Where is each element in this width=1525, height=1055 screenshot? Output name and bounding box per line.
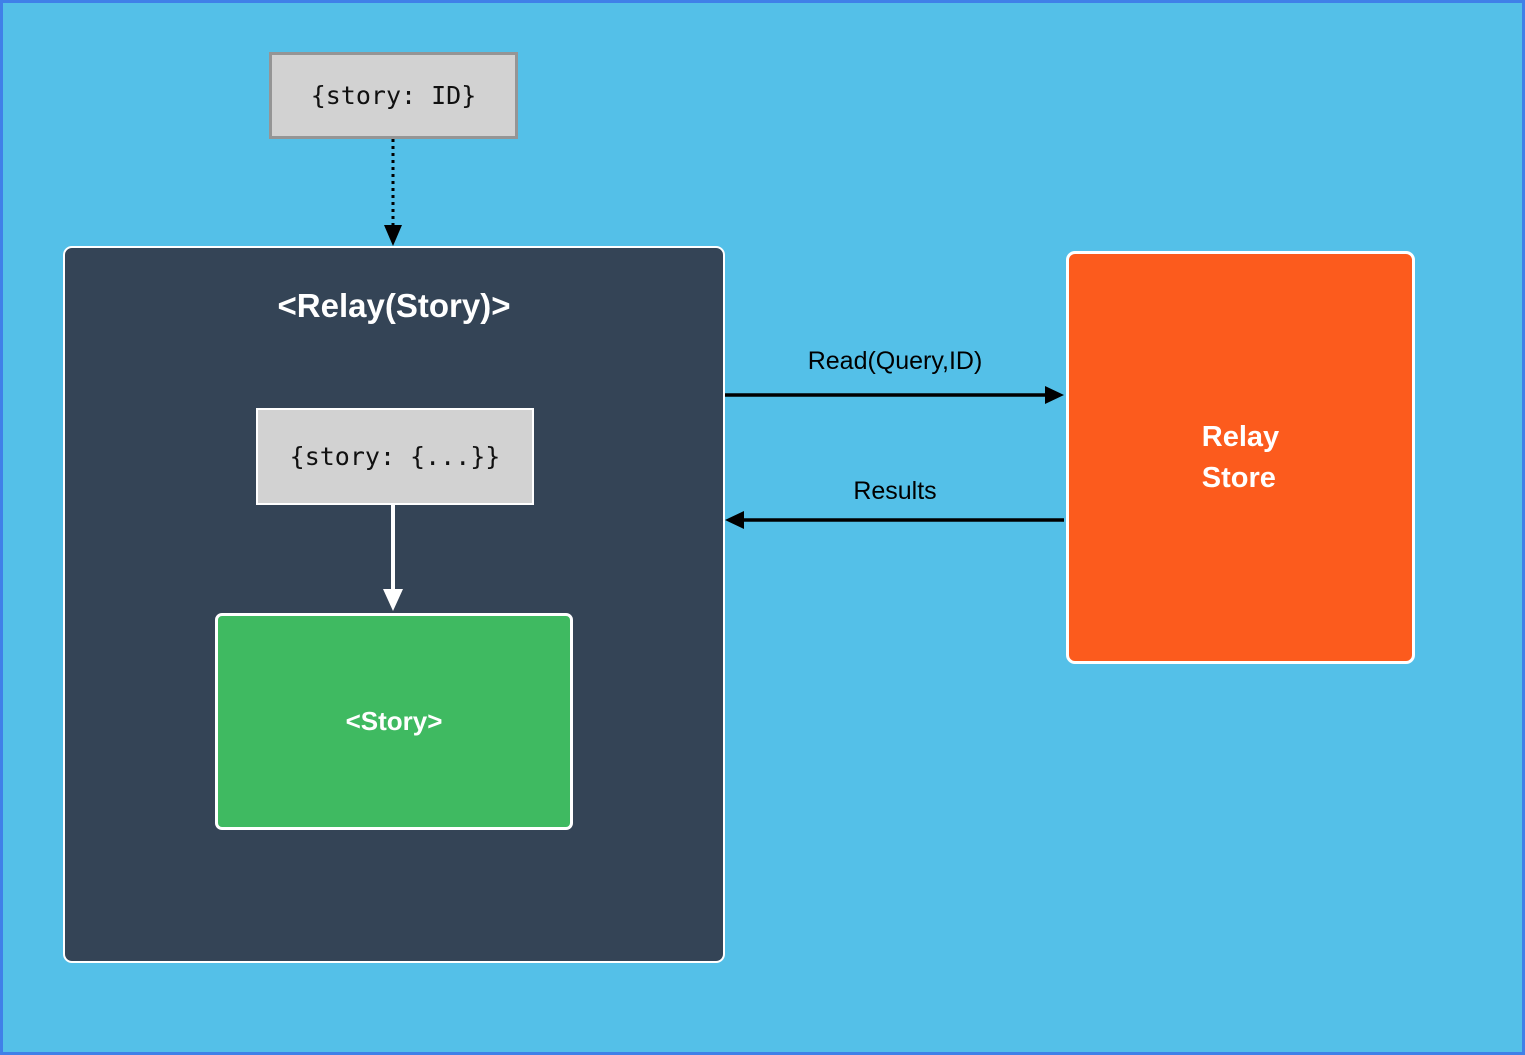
relay-component-title: <Relay(Story)> bbox=[277, 287, 511, 324]
relay-store-title: Relay Store bbox=[1202, 417, 1279, 497]
story-fragment-label: {story: {...}} bbox=[289, 442, 501, 471]
relay-store-title-line1: Relay bbox=[1201, 421, 1280, 454]
story-component-label: <Story> bbox=[345, 706, 443, 736]
story-id-props-label: {story: ID} bbox=[310, 81, 477, 110]
story-component-box: <Story> bbox=[215, 613, 573, 830]
relay-store-box: Relay Store bbox=[1066, 251, 1415, 664]
story-fragment-box: {story: {...}} bbox=[256, 408, 534, 505]
read-arrow bbox=[725, 386, 1064, 404]
props-input-arrow bbox=[384, 139, 402, 246]
story-id-props-box: {story: ID} bbox=[269, 52, 518, 139]
results-arrow-label: Results bbox=[853, 477, 937, 505]
fragment-flow-arrow bbox=[383, 505, 403, 611]
relay-store-title-line2: Store bbox=[1201, 461, 1276, 494]
results-arrow bbox=[725, 511, 1064, 529]
read-arrow-label: Read(Query,ID) bbox=[807, 347, 983, 375]
